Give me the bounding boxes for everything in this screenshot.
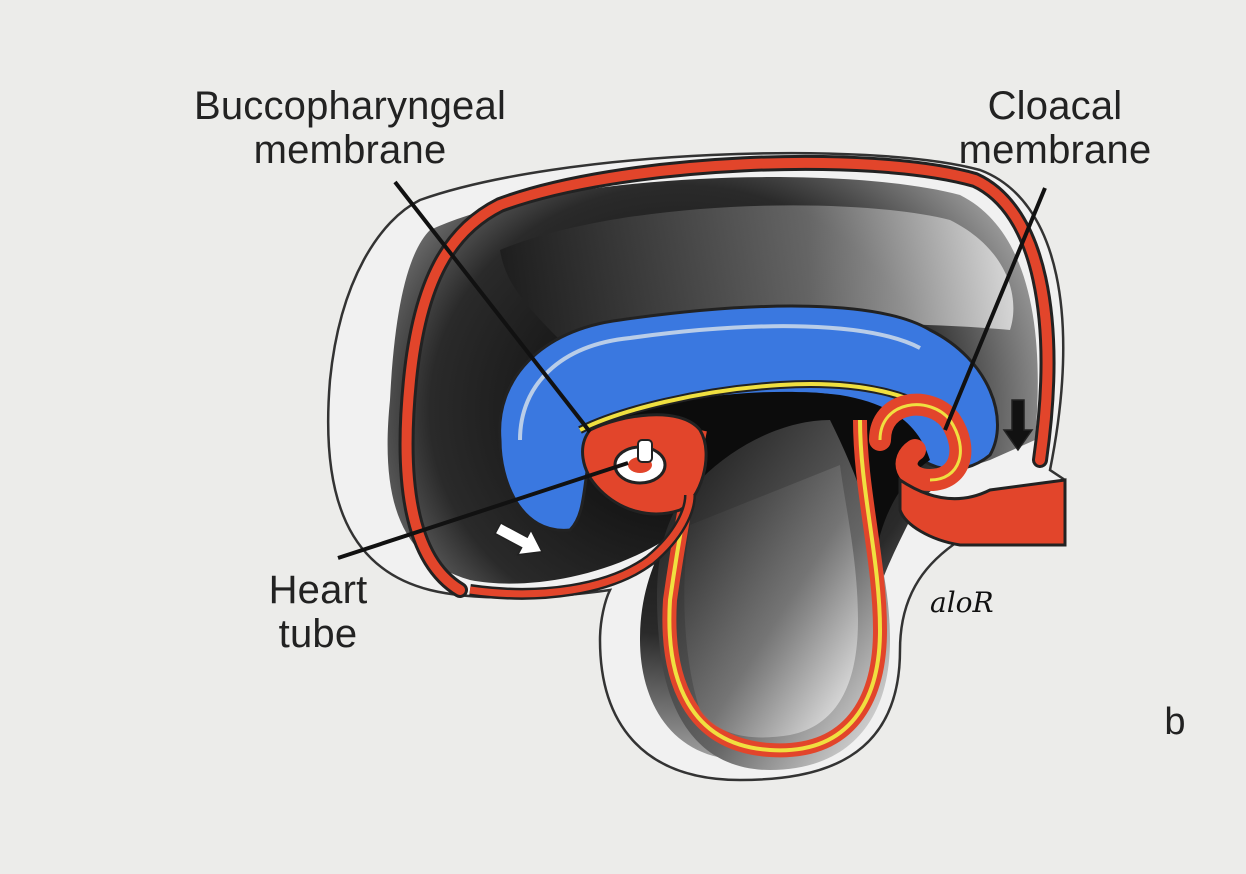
arrow-down-icon bbox=[1002, 399, 1034, 452]
cloacal-label-line1: Cloacal bbox=[987, 84, 1123, 128]
heart-tube-label: Heart tube bbox=[238, 568, 398, 656]
buccopharyngeal-label-line1: Buccopharyngeal bbox=[193, 84, 507, 128]
buccopharyngeal-label: Buccopharyngeal membrane bbox=[150, 84, 550, 172]
buccopharyngeal-label-line2: membrane bbox=[253, 128, 447, 172]
heart-tube-label-line1: Heart bbox=[268, 568, 368, 612]
upper-shading bbox=[500, 205, 1014, 340]
leader-buccopharyngeal bbox=[393, 180, 592, 434]
artist-signature: aloR bbox=[930, 586, 994, 619]
connecting-stalk bbox=[898, 477, 1067, 547]
cloacal-label-line2: membrane bbox=[958, 128, 1152, 172]
leader-cloacal bbox=[943, 187, 1047, 431]
leader-heart bbox=[337, 461, 629, 560]
heart-tube-label-line2: tube bbox=[278, 612, 358, 656]
panel-letter: b bbox=[1164, 701, 1186, 743]
cloacal-label: Cloacal membrane bbox=[930, 84, 1180, 172]
arrow-right-icon bbox=[494, 521, 544, 556]
